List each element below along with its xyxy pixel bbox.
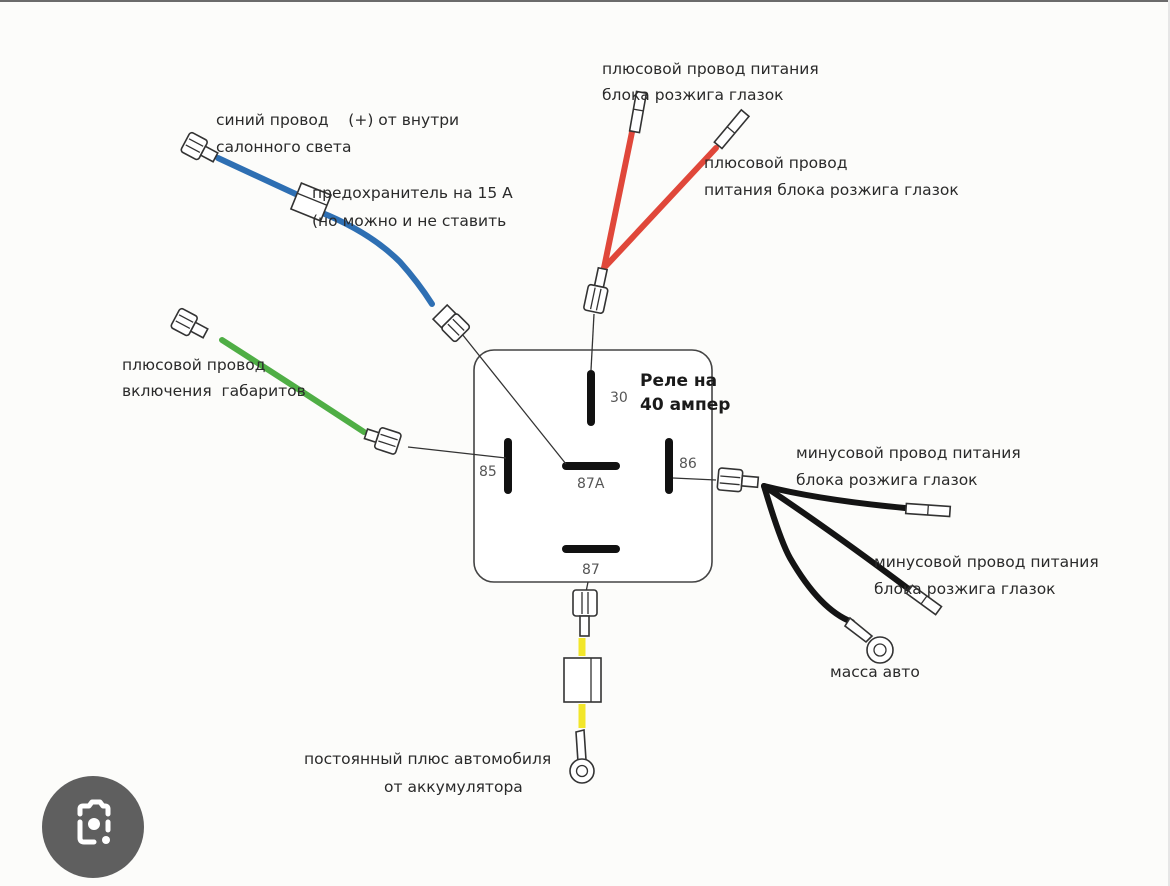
visual-search-button[interactable] [42, 776, 144, 878]
label-green-line1: плюсовой провод [122, 356, 266, 374]
red-right-terminal [713, 108, 751, 150]
battery-ring-terminal [569, 728, 595, 784]
label-black-2-line2: блока розжига глазок [874, 580, 1056, 598]
black-wire-2 [761, 483, 913, 593]
labels: синий провод (+) от внутри салонного све… [122, 60, 1099, 796]
pin-87a-label: 87A [577, 476, 605, 492]
label-red-top-line2: блока розжига глазок [602, 86, 784, 104]
black-wire-1 [761, 483, 908, 511]
fuse-15a [289, 181, 333, 223]
yellow-fuse [563, 657, 602, 703]
green-wire [219, 337, 367, 435]
pin-30-blade [587, 370, 595, 426]
black-wire-assembly [672, 467, 952, 664]
blue-bottom-connector [431, 303, 471, 343]
red-signal-line [590, 313, 595, 371]
label-green-line2: включения габаритов [122, 382, 306, 400]
relay-title-line1: Реле на [640, 371, 717, 391]
green-signal-line [407, 446, 507, 459]
label-battery-line2: от аккумулятора [384, 778, 523, 796]
red-wire-right [601, 145, 719, 271]
black-signal-line [672, 477, 717, 481]
pin-86-label: 86 [679, 456, 697, 472]
green-top-connector [170, 307, 209, 339]
black-terminal-1 [904, 502, 952, 518]
pin-87-label: 87 [582, 562, 600, 578]
label-black-2-line1: минусовой провод питания [874, 553, 1099, 571]
label-blue-wire-line2: салонного света [216, 138, 351, 156]
google-lens-icon [77, 799, 111, 845]
right-border [1168, 0, 1170, 886]
blue-signal-line [461, 333, 567, 465]
blue-wire [215, 155, 435, 307]
label-red-right-line2: питания блока розжига глазок [704, 181, 959, 199]
label-fuse-line1: предохранитель на 15 А [312, 184, 513, 202]
red-wire-left [601, 129, 635, 271]
pin-87a-blade [562, 462, 620, 470]
label-red-right-line1: плюсовой провод [704, 154, 848, 172]
label-ground: масса авто [830, 663, 920, 681]
pin-86-blade [665, 438, 673, 494]
red-wire-assembly [583, 90, 751, 371]
black-relay-connector [716, 467, 760, 493]
blue-top-connector [180, 131, 219, 163]
yellow-wire-assembly [563, 581, 602, 784]
yellow-relay-connector [572, 589, 598, 637]
label-battery-line1: постоянный плюс автомобиля [304, 750, 551, 768]
red-relay-connector [583, 266, 609, 315]
label-black-1-line2: блока розжига глазок [796, 471, 978, 489]
black-terminal-2 [905, 584, 943, 616]
pin-87-blade [562, 545, 620, 553]
pin-85-label: 85 [479, 464, 497, 480]
red-left-terminal [628, 90, 648, 134]
relay-title-line2: 40 ампер [640, 395, 730, 415]
black-wire-3 [761, 483, 855, 625]
label-blue-wire-line1: синий провод (+) от внутри [216, 111, 459, 129]
label-red-top-line1: плюсовой провод питания [602, 60, 819, 78]
label-black-1-line1: минусовой провод питания [796, 444, 1021, 462]
pin-30-label: 30 [610, 390, 628, 406]
relay: 30 85 86 87A 87 Реле на 40 ампер [473, 349, 730, 583]
blue-wire-assembly [180, 131, 567, 465]
top-border [0, 0, 1170, 2]
ground-ring-terminal [843, 616, 894, 664]
green-relay-connector [363, 427, 402, 455]
green-wire-assembly [170, 307, 507, 459]
pin-85-blade [504, 438, 512, 494]
label-fuse-line2: (но можно и не ставить [312, 212, 506, 230]
